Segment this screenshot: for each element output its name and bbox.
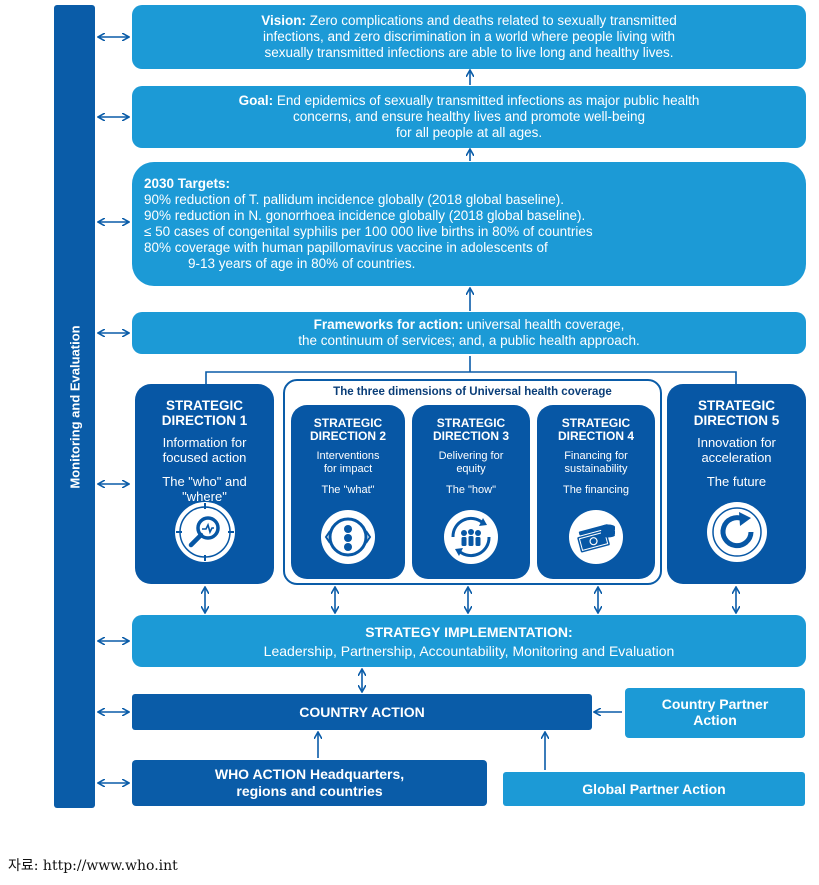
vision-line2: infections, and zero discrimination in a… bbox=[263, 29, 675, 44]
who-action-line2: regions and countries bbox=[236, 783, 383, 799]
vision-box: Vision: Zero complications and deaths re… bbox=[132, 5, 806, 69]
strategy-implementation-box: STRATEGY IMPLEMENTATION: Leadership, Par… bbox=[132, 615, 806, 667]
magnifier-icon bbox=[173, 500, 237, 564]
targets-heading: 2030 Targets: bbox=[144, 176, 231, 191]
country-action-label: COUNTRY ACTION bbox=[299, 704, 425, 720]
sidebar-label: Monitoring and Evaluation bbox=[67, 324, 82, 489]
sd-desc: for impact bbox=[323, 463, 373, 475]
sd-title: STRATEGIC bbox=[436, 416, 506, 430]
target-item: 90% reduction of T. pallidum incidence g… bbox=[144, 192, 565, 207]
targets-box: 2030 Targets: 90% reduction of T. pallid… bbox=[132, 162, 806, 286]
sd-desc: Innovation for bbox=[697, 435, 776, 450]
global-partner-action-box: Global Partner Action bbox=[503, 772, 805, 806]
uhc-label: The three dimensions of Universal health… bbox=[333, 386, 612, 398]
sd-title: STRATEGIC bbox=[561, 416, 631, 430]
who-action-box: WHO ACTION Headquarters, regions and cou… bbox=[132, 760, 487, 806]
interventions-icon bbox=[320, 509, 376, 565]
country-action-box: COUNTRY ACTION bbox=[132, 694, 592, 730]
sd-desc: Interventions bbox=[316, 450, 380, 462]
goal-line1: End epidemics of sexually transmitted in… bbox=[273, 93, 700, 108]
money-icon bbox=[568, 509, 624, 565]
refresh-icon bbox=[705, 500, 769, 564]
sd-focus: The "what" bbox=[321, 484, 375, 496]
source-caption: 자료: http://www.who.int bbox=[8, 858, 178, 874]
sd-title: STRATEGIC bbox=[698, 398, 775, 413]
sd-title: DIRECTION 1 bbox=[161, 413, 248, 428]
target-item: 9-13 years of age in 80% of countries. bbox=[188, 256, 416, 271]
sd-focus: The "who" and bbox=[162, 474, 247, 489]
implementation-line2: Leadership, Partnership, Accountability,… bbox=[263, 643, 675, 659]
people-cycle-icon bbox=[443, 509, 499, 565]
goal-line2: concerns, and ensure healthy lives and p… bbox=[293, 109, 645, 124]
sd-desc: sustainability bbox=[564, 463, 628, 475]
vision-line3: sexually transmitted infections are able… bbox=[264, 45, 674, 60]
strategic-direction-3: STRATEGIC DIRECTION 3 Delivering for equ… bbox=[412, 405, 530, 579]
monitoring-evaluation-sidebar: Monitoring and Evaluation bbox=[54, 5, 95, 808]
target-item: ≤ 50 cases of congenital syphilis per 10… bbox=[144, 224, 593, 239]
implementation-heading: STRATEGY IMPLEMENTATION: bbox=[365, 624, 573, 640]
who-action-line1: WHO ACTION Headquarters, bbox=[214, 766, 405, 782]
sd-desc: focused action bbox=[162, 450, 247, 465]
country-partner-action-box: Country Partner Action bbox=[625, 688, 805, 738]
sd-title: DIRECTION 2 bbox=[309, 429, 386, 443]
target-item: 80% coverage with human papillomavirus v… bbox=[144, 240, 548, 255]
sd-desc: Delivering for bbox=[438, 450, 504, 462]
strategic-direction-2: STRATEGIC DIRECTION 2 Interventions for … bbox=[291, 405, 405, 579]
sd-focus: The "how" bbox=[446, 484, 496, 496]
goal-line3: for all people at all ages. bbox=[395, 125, 543, 140]
sd-desc: Financing for bbox=[564, 450, 628, 462]
goal-box: Goal: End epidemics of sexually transmit… bbox=[132, 86, 806, 148]
sd-focus: The financing bbox=[562, 484, 630, 496]
sd-title: DIRECTION 3 bbox=[432, 429, 509, 443]
country-partner-line1: Country Partner bbox=[661, 696, 769, 712]
vision-line1: Zero complications and deaths related to… bbox=[306, 13, 677, 28]
country-partner-line2: Action bbox=[693, 712, 737, 728]
sd-desc: acceleration bbox=[701, 450, 772, 465]
frameworks-line2: the continuum of services; and, a public… bbox=[298, 333, 640, 348]
sd-title: DIRECTION 5 bbox=[693, 413, 780, 428]
sd-title: STRATEGIC bbox=[313, 416, 383, 430]
vision-heading: Vision: bbox=[261, 13, 307, 28]
sd-focus: The future bbox=[706, 474, 767, 489]
goal-heading: Goal: bbox=[238, 93, 274, 108]
sd-desc: equity bbox=[456, 463, 486, 475]
sd-desc: Information for bbox=[162, 435, 247, 450]
target-item: 90% reduction in N. gonorrhoea incidence… bbox=[144, 208, 586, 223]
frameworks-heading: Frameworks for action: bbox=[313, 317, 463, 332]
strategic-direction-5: STRATEGIC DIRECTION 5 Innovation for acc… bbox=[667, 384, 806, 584]
sd-title: DIRECTION 4 bbox=[557, 429, 634, 443]
global-partner-label: Global Partner Action bbox=[582, 781, 726, 797]
sd-title: STRATEGIC bbox=[166, 398, 243, 413]
sd-focus: "where" bbox=[182, 489, 227, 504]
frameworks-line1: universal health coverage, bbox=[462, 317, 625, 332]
strategic-direction-4: STRATEGIC DIRECTION 4 Financing for sust… bbox=[537, 405, 655, 579]
strategic-direction-1: STRATEGIC DIRECTION 1 Information for fo… bbox=[135, 384, 274, 584]
frameworks-box: Frameworks for action: universal health … bbox=[132, 312, 806, 354]
